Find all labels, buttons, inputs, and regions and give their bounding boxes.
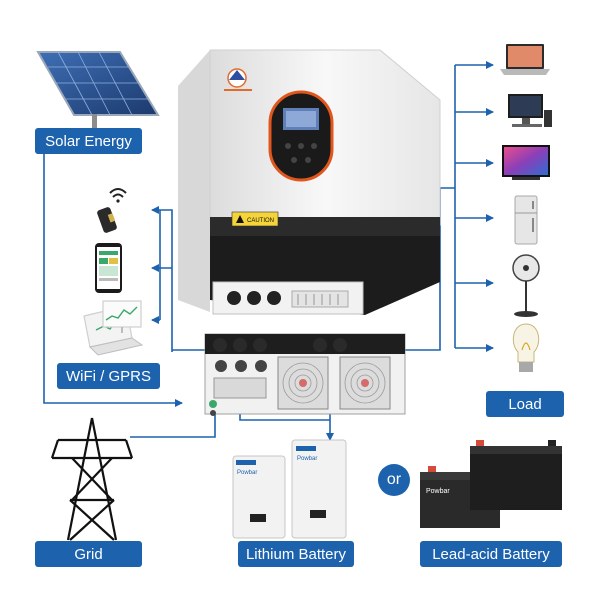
lithium-brand-1: Powbar [237, 470, 257, 476]
lithium-brand-2: Powbar [297, 456, 317, 462]
solar-panel-icon [36, 51, 160, 132]
inverter-unit: CAUTION [178, 49, 441, 315]
laptop-monitoring-icon [83, 300, 144, 356]
solar-energy-label: Solar Energy [35, 128, 142, 154]
lithium-battery-label: Lithium Battery [238, 541, 354, 567]
lead-acid-brand-1: Powbar [426, 488, 450, 495]
light-bulb-icon [512, 323, 540, 372]
grid-line [130, 404, 219, 438]
wifi-gprs-label: WiFi / GPRS [57, 363, 160, 389]
lcd-display-panel [268, 90, 334, 182]
wifi-line [151, 206, 173, 352]
brand-logo-icon [224, 68, 252, 91]
lead-acid-battery-label: Lead-acid Battery [420, 541, 562, 567]
caution-text: CAUTION [247, 218, 274, 224]
wifi-dongle-icon [97, 188, 127, 233]
load-label: Load [486, 391, 564, 417]
or-badge: or [378, 464, 410, 496]
television-icon [502, 145, 550, 180]
solar-line [43, 150, 183, 407]
lithium-battery-pack-2: Powbar [291, 439, 347, 539]
laptop-icon [500, 44, 550, 75]
fan-icon [512, 254, 540, 317]
lead-acid-battery-2 [470, 440, 562, 510]
desktop-computer-icon [508, 94, 552, 127]
grid-label: Grid [35, 541, 142, 567]
transmission-tower-icon [50, 417, 134, 541]
refrigerator-icon [514, 195, 538, 245]
smartphone-icon [95, 243, 122, 293]
inverter-bottom-view [204, 333, 406, 416]
lithium-battery-pack-1: Powbar [232, 455, 286, 539]
